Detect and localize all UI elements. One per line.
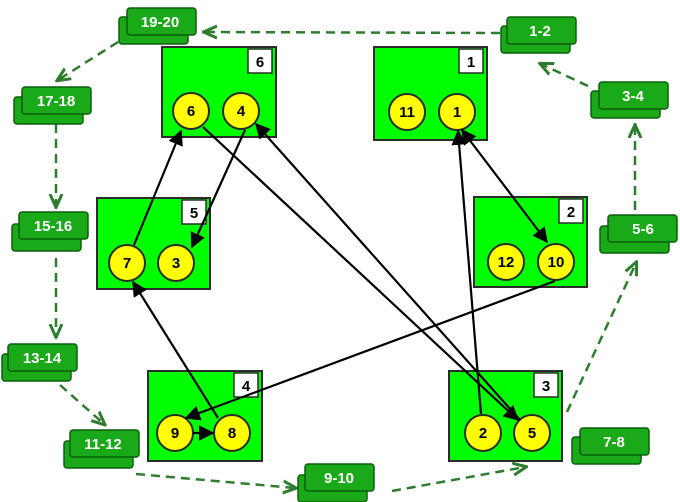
arrow-8-to-7: [132, 280, 219, 419]
tag-15-16: 15-16: [11, 211, 89, 252]
tag-17-18: 17-18: [13, 86, 92, 125]
box-number-badge: [558, 198, 584, 224]
connection-arrows: [132, 122, 556, 441]
arrow-4-to-3: [190, 129, 247, 249]
tag-label: 7-8: [603, 434, 625, 451]
arrow-1-to-10: [461, 128, 548, 244]
tag-label: 1-2: [529, 23, 551, 40]
node-label: 5: [528, 425, 536, 442]
box-number: 1: [467, 54, 475, 71]
node-label: 1: [453, 104, 461, 121]
node-circle: [464, 414, 502, 452]
box-number: 2: [567, 204, 575, 221]
dash-9-10-to-3: [391, 467, 525, 493]
tag-label: 13-14: [23, 350, 62, 367]
tag-5-6: 5-6: [599, 214, 678, 254]
box-1: 1 11 1: [373, 46, 488, 141]
box-number-badge: [247, 48, 273, 74]
tag-cycle: [56, 32, 636, 491]
box-4: 4 9 8: [147, 370, 263, 462]
dash-1-2-to-19-20: [205, 32, 501, 33]
box-number: 6: [256, 54, 264, 71]
node-label: 10: [548, 254, 565, 271]
node-label: 7: [123, 255, 131, 272]
box-6: 6 6 4: [161, 46, 277, 138]
node-label: 2: [479, 425, 487, 442]
dash-19-20-to-17-18: [58, 40, 119, 80]
node-circle: [513, 414, 551, 452]
arrow-2-to-1: [451, 129, 483, 415]
tag-1-2: 1-2: [500, 16, 577, 54]
node-label: 9: [171, 425, 179, 442]
node-label: 6: [187, 103, 195, 120]
node-circle: [157, 244, 195, 282]
box-number-badge: [181, 199, 207, 225]
box-number-badge: [533, 372, 559, 398]
arrow-5-to-4: [254, 122, 521, 421]
tag-label: 9-10: [324, 470, 354, 487]
node-circle: [108, 244, 146, 282]
tag-7-8: 7-8: [571, 427, 650, 465]
arrow-7-to-6: [132, 129, 183, 246]
dash-3-4-to-1-2: [541, 64, 589, 88]
tag-label: 3-4: [622, 88, 644, 105]
box-2: 2 12 10: [473, 196, 588, 288]
tag-3-4: 3-4: [590, 81, 669, 119]
node-circle: [537, 243, 575, 281]
tag-label: 17-18: [37, 93, 75, 110]
arrow-6-to-5: [202, 126, 520, 422]
box-number: 3: [542, 378, 550, 395]
box-number: 4: [242, 378, 251, 395]
dash-3-to-5-6: [565, 263, 636, 413]
node-circle: [388, 93, 426, 131]
box-number: 5: [190, 205, 198, 222]
node-label: 11: [399, 104, 415, 121]
node-label: 4: [237, 103, 246, 120]
box-number-badge: [458, 48, 484, 74]
node-label: 3: [172, 255, 180, 272]
tag-label: 5-6: [632, 221, 654, 238]
tag-label: 19-20: [141, 14, 179, 31]
dash-13-14-to-11-12: [59, 384, 104, 424]
tag-9-10: 9-10: [297, 463, 375, 502]
tag-label: 11-12: [84, 436, 122, 453]
node-circle: [172, 92, 210, 130]
box-3: 3 2 5: [448, 370, 563, 462]
arrow-10-to-9: [184, 279, 556, 421]
node-circle: [222, 92, 260, 130]
dash-11-12-to-9-10: [135, 472, 295, 488]
tag-19-20: 19-20: [118, 7, 197, 45]
node-label: 8: [228, 425, 236, 442]
tag-label: 15-16: [34, 218, 72, 235]
tag-11-12: 11-12: [63, 429, 140, 469]
node-label: 12: [498, 254, 515, 271]
tag-13-14: 13-14: [1, 343, 78, 382]
node-circle: [487, 243, 525, 281]
